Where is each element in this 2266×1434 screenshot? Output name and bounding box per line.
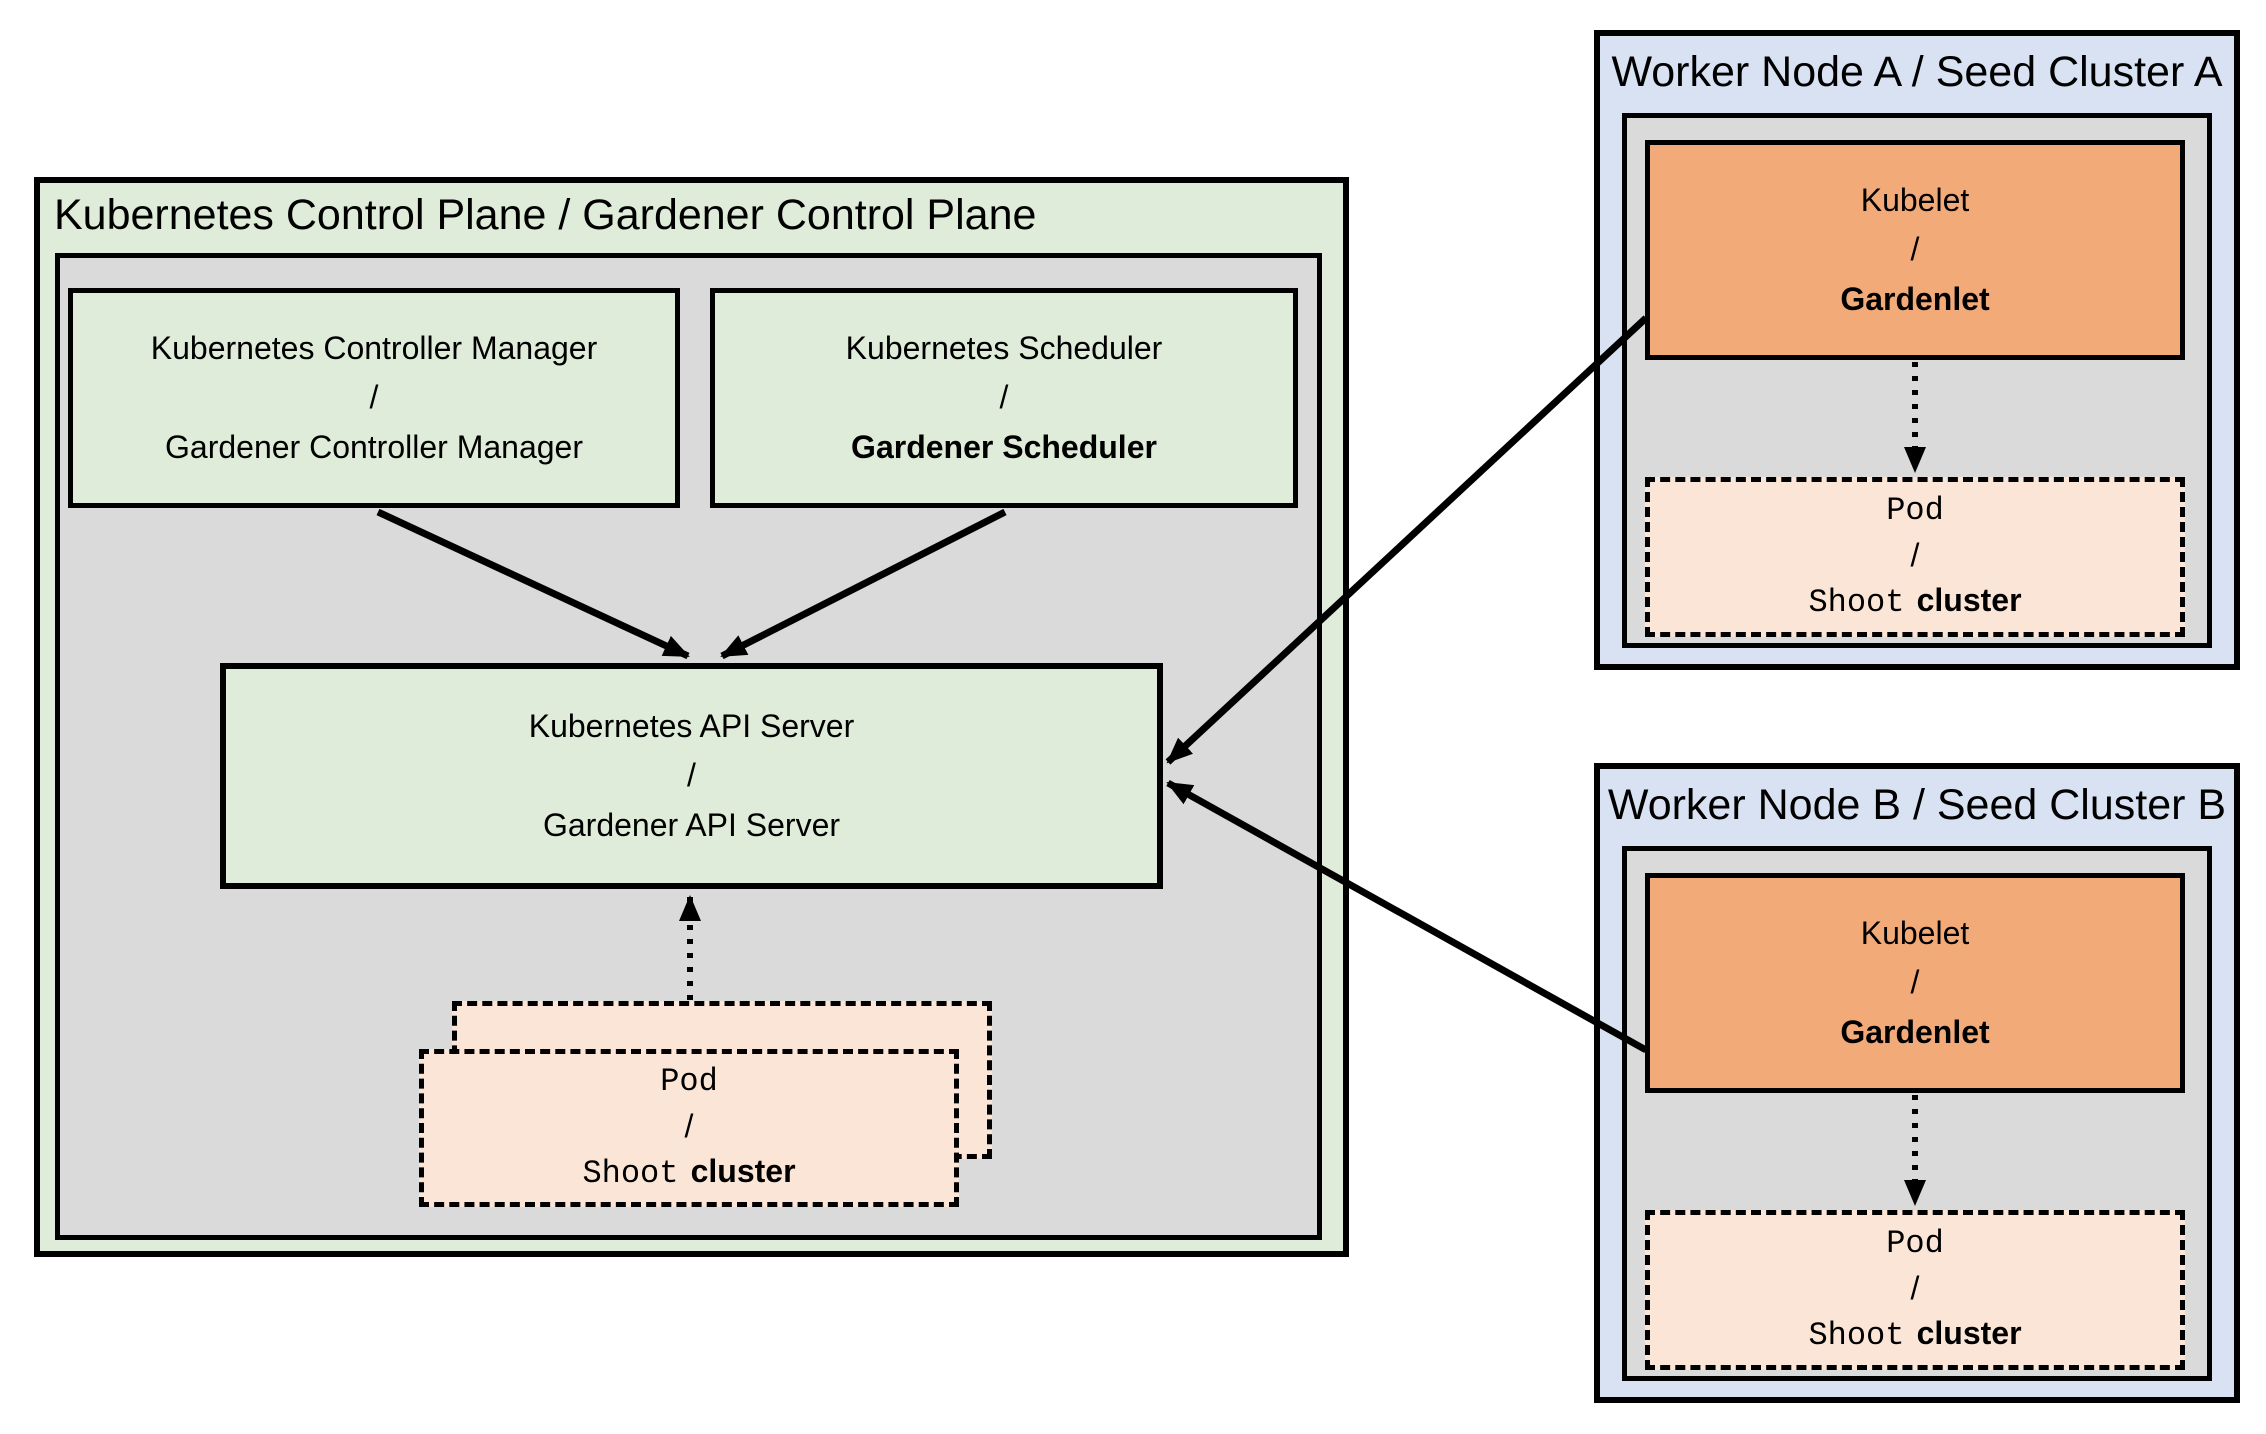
control-plane-pod-line1: Pod xyxy=(660,1063,718,1101)
pod-a-sep: / xyxy=(1910,537,1920,574)
controller-manager-line1: Kubernetes Controller Manager xyxy=(150,329,598,366)
worker-node-b-title: Worker Node B / Seed Cluster B xyxy=(1607,781,2227,829)
controller-manager-line2: Gardener Controller Manager xyxy=(165,428,583,465)
pod-a-shoot-text: Shoot xyxy=(1808,583,1905,621)
kubelet-a-sep: / xyxy=(1910,231,1920,268)
kubelet-a-box: Kubelet / Gardenlet xyxy=(1645,140,2185,360)
control-plane-shoot-text: Shoot xyxy=(582,1154,679,1192)
scheduler-box: Kubernetes Scheduler / Gardener Schedule… xyxy=(710,288,1298,508)
api-server-line1: Kubernetes API Server xyxy=(528,707,855,744)
scheduler-line2: Gardener Scheduler xyxy=(851,428,1157,465)
scheduler-sep: / xyxy=(999,379,1009,416)
kubelet-b-line2: Gardenlet xyxy=(1840,1013,1990,1050)
controller-manager-sep: / xyxy=(369,379,379,416)
pod-a-line1: Pod xyxy=(1886,492,1944,530)
api-server-label: Kubernetes API Server / Gardener API Ser… xyxy=(226,669,1157,883)
pod-b-shoot-text: Shoot xyxy=(1808,1316,1905,1354)
pod-b-line1: Pod xyxy=(1886,1225,1944,1263)
pod-b-label: Pod / Shoot cluster xyxy=(1650,1215,2180,1365)
worker-node-a-title: Worker Node A / Seed Cluster A xyxy=(1611,48,2223,96)
api-server-line2: Gardener API Server xyxy=(542,806,841,843)
control-plane-pod-sep: / xyxy=(684,1108,694,1145)
kubelet-b-sep: / xyxy=(1910,964,1920,1001)
kubelet-a-line2: Gardenlet xyxy=(1840,280,1990,317)
control-plane-cluster-text: cluster xyxy=(690,1152,796,1189)
scheduler-label: Kubernetes Scheduler / Gardener Schedule… xyxy=(715,293,1293,503)
control-plane-title: Kubernetes Control Plane / Gardener Cont… xyxy=(54,191,1037,239)
pod-a-box: Pod / Shoot cluster xyxy=(1645,477,2185,637)
scheduler-line1: Kubernetes Scheduler xyxy=(845,329,1163,366)
pod-a-line2: Shoot cluster xyxy=(1808,578,2021,625)
control-plane-pod-label: Pod / Shoot cluster xyxy=(424,1054,954,1202)
kubelet-b-line1: Kubelet xyxy=(1860,914,1970,951)
controller-manager-label: Kubernetes Controller Manager / Gardener… xyxy=(73,293,675,503)
control-plane-pod-box: Pod / Shoot cluster xyxy=(419,1049,959,1207)
kubelet-a-label: Kubelet / Gardenlet xyxy=(1650,145,2180,355)
kubelet-b-box: Kubelet / Gardenlet xyxy=(1645,873,2185,1093)
controller-manager-box: Kubernetes Controller Manager / Gardener… xyxy=(68,288,680,508)
pod-b-cluster-text: cluster xyxy=(1916,1314,2022,1351)
pod-b-box: Pod / Shoot cluster xyxy=(1645,1210,2185,1370)
api-server-box: Kubernetes API Server / Gardener API Ser… xyxy=(220,663,1163,889)
pod-a-cluster-text: cluster xyxy=(1916,581,2022,618)
control-plane-pod-line2: Shoot cluster xyxy=(582,1149,795,1196)
api-server-sep: / xyxy=(687,757,696,794)
kubelet-b-label: Kubelet / Gardenlet xyxy=(1650,878,2180,1088)
kubelet-a-line1: Kubelet xyxy=(1860,181,1970,218)
pod-b-sep: / xyxy=(1910,1270,1920,1307)
pod-b-line2: Shoot cluster xyxy=(1808,1311,2021,1358)
pod-a-label: Pod / Shoot cluster xyxy=(1650,482,2180,632)
